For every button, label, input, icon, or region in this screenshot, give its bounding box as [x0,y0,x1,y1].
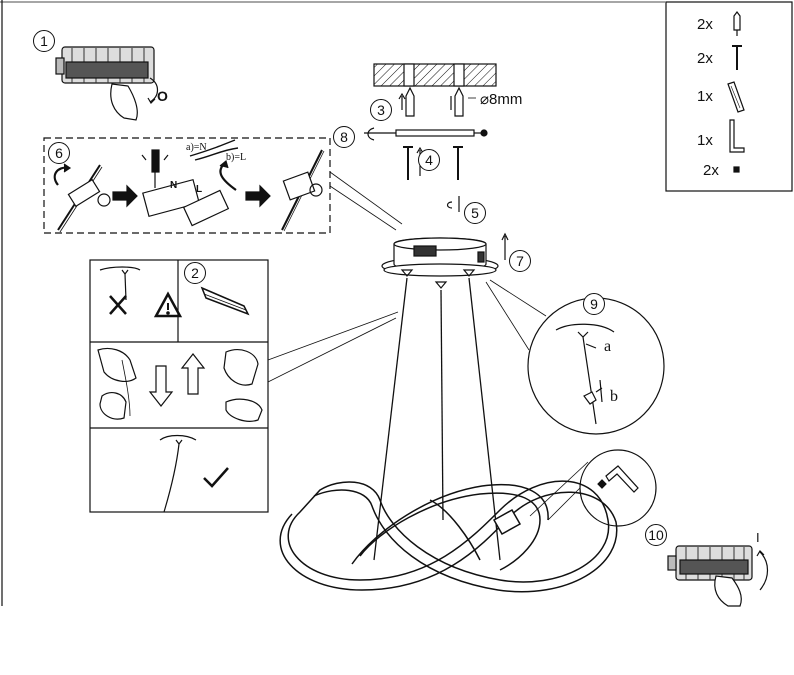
infinity-ring [279,480,618,593]
step-6-marker: 6 [48,142,70,164]
cable-wrong [99,266,183,318]
neutral-wire-label: a)=N [186,142,207,153]
cable-cover-icon [200,286,250,316]
arrow-right-2 [245,184,271,208]
parts-box [665,1,793,192]
hex-key-l-icon [729,119,745,153]
step-3-marker: 3 [370,99,392,121]
step-2-marker: 2 [184,262,206,284]
ceiling [373,63,497,87]
live-wire-label: b)=L [226,152,247,163]
hexkey-circle [579,449,657,527]
step-1-marker: 1 [33,30,55,52]
terminal-block-on [667,545,769,607]
step-9-marker: 9 [583,293,605,315]
wall-plugs [398,86,464,117]
drill-diameter-label: ⌀8mm [480,91,523,108]
terminal-l-label: L [196,184,203,195]
mounting-bracket [364,127,488,141]
suspension-wires [373,277,501,561]
hex-key-short-icon [727,81,745,113]
part-qty: 1x [697,132,713,149]
step-8-marker: 8 [333,126,355,148]
cable-panel [89,259,269,513]
step-5-marker: 5 [464,202,486,224]
detail-circle [527,297,665,435]
detail-a-label: a [604,338,612,355]
canopy [381,232,509,289]
hands-pull [97,347,263,422]
part-qty: 2x [697,16,713,33]
cable-correct [159,434,229,513]
step-7-marker: 7 [509,250,531,272]
arrow-right-1 [112,184,138,208]
detail-b-label: b [610,388,618,405]
step-10-marker: 10 [645,524,667,546]
terminal-connector [141,139,239,227]
wall-plug-icon [733,11,741,36]
connector-left [53,163,111,233]
screw-icon [732,45,742,70]
nut-icon [733,166,740,173]
terminal-n-label: N [170,180,178,191]
wiring-panel [43,137,331,234]
switch-off-label: O [157,88,168,104]
step-4-marker: 4 [418,149,440,171]
terminal-block-off [55,46,159,121]
switch-on-label: I [756,530,760,545]
connector-right [281,149,325,232]
part-qty: 1x [697,88,713,105]
part-qty: 2x [703,162,719,179]
part-qty: 2x [697,50,713,67]
wire-grip-detail [555,323,615,425]
